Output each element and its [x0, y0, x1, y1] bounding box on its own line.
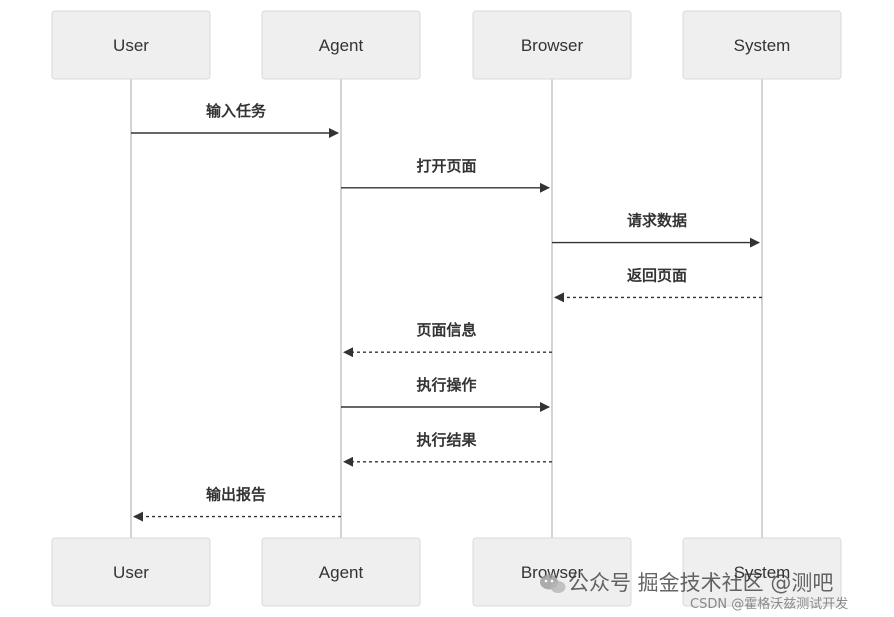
actor-browser-bottom: Browser [472, 537, 632, 607]
message-5: 页面信息 [343, 321, 552, 358]
actor-label: Agent [319, 563, 364, 582]
message-label: 打开页面 [416, 157, 476, 175]
actor-box [682, 10, 842, 80]
message-6: 执行操作 [341, 376, 550, 412]
message-label: 执行操作 [416, 376, 476, 394]
message-4: 返回页面 [554, 266, 762, 303]
message-label: 输出报告 [206, 486, 266, 504]
message-label: 输入任务 [206, 102, 267, 120]
actor-user-top: User [51, 10, 211, 80]
message-8: 输出报告 [133, 486, 341, 522]
actor-browser-top: Browser [472, 10, 632, 80]
actor-box [472, 10, 632, 80]
actor-box [51, 537, 211, 607]
actor-label: Agent [319, 36, 364, 55]
actor-agent-bottom: Agent [261, 537, 421, 607]
actor-box [472, 537, 632, 607]
watermark-line1: 公众号 掘金技术社区 @测吧 [568, 571, 833, 595]
message-label: 请求数据 [627, 212, 687, 230]
actor-label: System [734, 563, 791, 582]
actor-label: System [734, 36, 791, 55]
message-label: 页面信息 [416, 321, 476, 339]
actor-label: User [113, 563, 149, 582]
watermark-line2: CSDN @霍格沃兹测试开发 [690, 596, 848, 612]
actor-user-bottom: User [51, 537, 211, 607]
message-7: 执行结果 [343, 431, 552, 467]
actor-system-bottom: System [682, 537, 842, 607]
message-label: 执行结果 [416, 431, 477, 449]
actor-label: User [113, 36, 149, 55]
actor-agent-top: Agent [261, 10, 421, 80]
actor-box [261, 10, 421, 80]
actor-label: Browser [521, 563, 584, 582]
actor-box [682, 537, 842, 607]
actor-system-top: System [682, 10, 842, 80]
wechat-icon [540, 574, 566, 593]
watermark: 公众号 掘金技术社区 @测吧 CSDN @霍格沃兹测试开发 [540, 571, 848, 612]
message-1: 输入任务 [131, 102, 339, 138]
message-label: 返回页面 [627, 266, 687, 284]
actor-box [51, 10, 211, 80]
actor-box [261, 537, 421, 607]
message-2: 打开页面 [341, 157, 550, 193]
lifelines [130, 79, 763, 538]
message-3: 请求数据 [552, 212, 760, 248]
actor-label: Browser [521, 36, 584, 55]
